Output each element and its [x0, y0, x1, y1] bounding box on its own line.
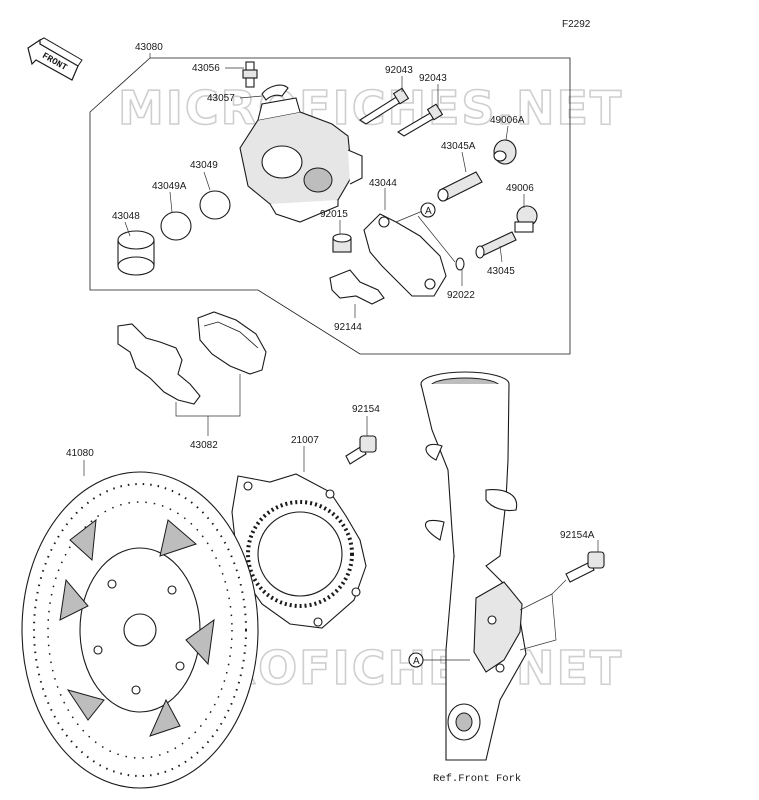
ref-front-fork-note: Ref.Front Fork — [433, 773, 521, 785]
caliper-piston — [117, 230, 155, 276]
watermark-top: MICROFICHES.NET — [118, 81, 623, 135]
label-92015: 92015 — [320, 209, 348, 220]
pad-spring — [329, 269, 385, 305]
label-92022: 92022 — [447, 290, 475, 301]
label-92154: 92154 — [352, 404, 380, 415]
label-92144: 92144 — [334, 322, 362, 333]
callout-a-top-label: A — [425, 206, 432, 217]
label-43049: 43049 — [190, 160, 218, 171]
callout-a-bottom-label: A — [413, 656, 420, 667]
pad-pin-short — [396, 103, 444, 137]
washer — [455, 257, 465, 271]
slide-pin — [475, 231, 517, 259]
label-92043-b: 92043 — [419, 73, 447, 84]
bracket-bushing — [332, 233, 352, 253]
label-49006: 49006 — [506, 183, 534, 194]
label-43048: 43048 — [112, 211, 140, 222]
label-43045A: 43045A — [441, 141, 476, 152]
slide-pin-a — [437, 171, 483, 202]
pad-pin-long — [358, 87, 410, 125]
label-43049A: 43049A — [152, 181, 187, 192]
caliper-mount-bolt — [565, 551, 605, 583]
label-43082: 43082 — [190, 440, 218, 451]
brake-pad-right — [197, 311, 267, 375]
caliper-assembly-outline — [89, 57, 571, 355]
label-21007: 21007 — [291, 435, 319, 446]
caliper-bracket — [363, 213, 447, 297]
label-43056: 43056 — [192, 63, 220, 74]
label-43057: 43057 — [207, 93, 235, 104]
label-49006A: 49006A — [490, 115, 525, 126]
bleeder-cap — [261, 84, 289, 101]
callout-a-top — [420, 202, 436, 218]
caliper-body — [239, 97, 363, 223]
label-43044: 43044 — [369, 178, 397, 189]
label-43045: 43045 — [487, 266, 515, 277]
front-fork-leg — [420, 371, 527, 761]
label-92154A: 92154A — [560, 530, 595, 541]
brake-disc — [21, 471, 259, 789]
bleeder-screw — [242, 61, 258, 88]
front-arrow-icon: FRONT — [27, 37, 83, 81]
piston-seal — [199, 190, 231, 220]
dust-seal — [160, 211, 192, 241]
sensor-rotor-bolt — [345, 435, 377, 465]
label-92043-a: 92043 — [385, 65, 413, 76]
label-43080: 43080 — [135, 42, 163, 53]
pin-boot-a — [493, 139, 517, 165]
brake-pad-left — [117, 323, 201, 405]
abs-sensor-rotor — [231, 473, 367, 629]
pin-boot — [514, 205, 538, 233]
label-41080: 41080 — [66, 448, 94, 459]
figure-code: F2292 — [562, 19, 591, 30]
